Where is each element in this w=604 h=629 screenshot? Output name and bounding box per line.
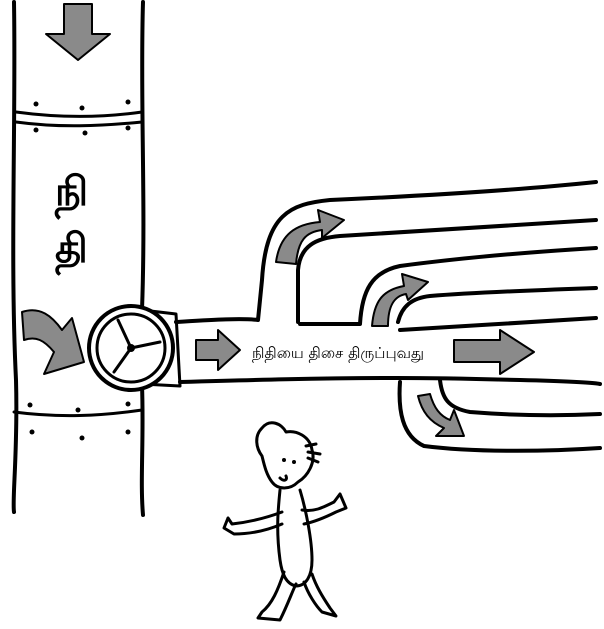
horizontal-pipe-label: நிதியை திசை திருப்புவது xyxy=(252,344,424,362)
horizontal-pipe xyxy=(140,180,602,453)
down-arrow-icon xyxy=(45,3,111,61)
curved-arrow-icon xyxy=(371,273,429,327)
curved-arrow-icon xyxy=(417,393,465,437)
vertical-pipe-label-line2: தி xyxy=(55,226,88,276)
vertical-pipe-label-line1: நி xyxy=(54,169,88,220)
stick-figure-icon xyxy=(222,421,348,622)
vertical-pipe xyxy=(11,0,146,517)
valve-wheel-icon xyxy=(87,304,175,392)
right-arrow-icon xyxy=(195,329,241,371)
right-arrow-icon xyxy=(453,329,535,375)
curved-arrow-icon xyxy=(275,209,345,265)
curved-arrow-icon xyxy=(21,309,85,375)
